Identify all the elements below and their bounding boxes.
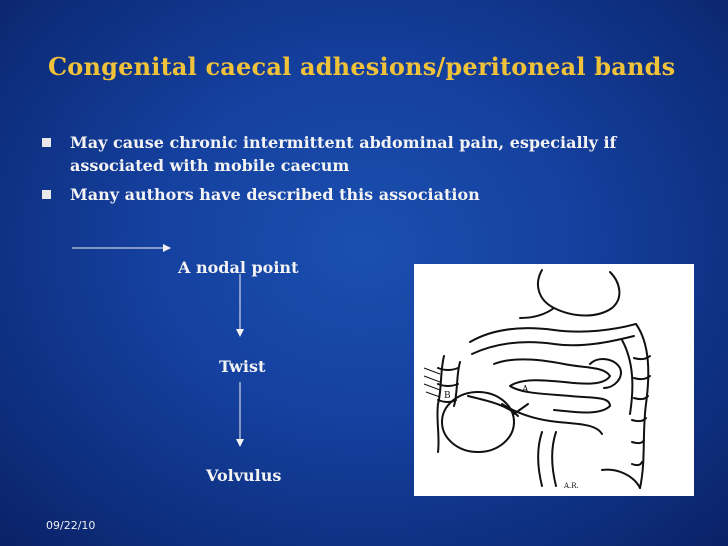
intestine-illustration: A B A.R. <box>414 264 694 496</box>
bullet-square-icon <box>42 138 51 147</box>
footer-date: 09/22/10 <box>46 519 96 532</box>
intestine-drawing: A B A.R. <box>423 269 651 490</box>
bullet-item: May cause chronic intermittent abdominal… <box>40 131 690 177</box>
figure-label-b: B <box>444 391 451 401</box>
flow-step-twist: Twist <box>219 357 266 376</box>
bullet-square-icon <box>42 190 51 199</box>
figure-signature: A.R. <box>563 482 579 490</box>
bullet-text: May cause chronic intermittent abdominal… <box>70 133 617 175</box>
bullet-list: May cause chronic intermittent abdominal… <box>40 131 690 212</box>
flow-step-nodal-point: A nodal point <box>178 258 299 277</box>
bullet-text: Many authors have described this associa… <box>70 185 480 204</box>
figure-label-a: A <box>521 385 529 395</box>
bullet-item: Many authors have described this associa… <box>40 183 690 206</box>
slide-title: Congenital caecal adhesions/peritoneal b… <box>48 52 676 81</box>
flow-step-volvulus: Volvulus <box>206 466 282 485</box>
